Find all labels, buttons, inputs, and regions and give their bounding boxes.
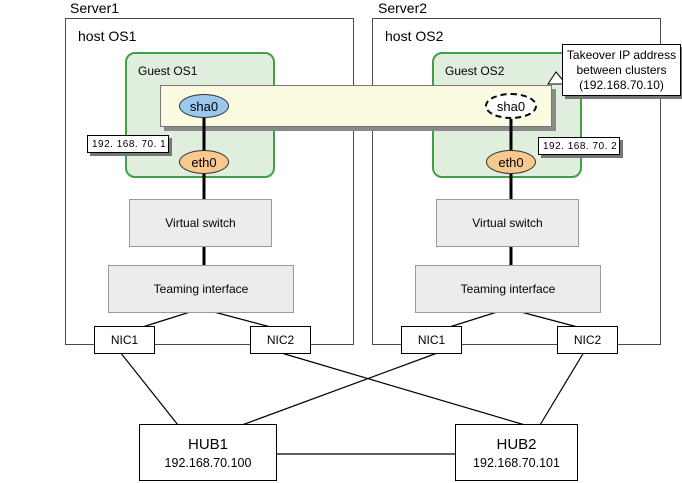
host-os1-label: host OS1 bbox=[78, 28, 137, 44]
virtual-switch-1-label: Virtual switch bbox=[165, 216, 236, 230]
server2-nic1: NIC1 bbox=[401, 326, 462, 354]
callout-line1: Takeover IP address bbox=[566, 47, 677, 62]
server2-nic2: NIC2 bbox=[557, 326, 618, 354]
hub1-name: HUB1 bbox=[187, 435, 228, 453]
virtual-switch-2-label: Virtual switch bbox=[472, 216, 543, 230]
server2-nic1-label: NIC1 bbox=[417, 333, 446, 347]
eth0-ellipse-2: eth0 bbox=[486, 150, 536, 174]
hub2-ip: 192.168.70.101 bbox=[473, 455, 560, 470]
callout-line2: between clusters bbox=[576, 62, 667, 77]
hub2: HUB2 192.168.70.101 bbox=[455, 424, 578, 481]
guest-os2-label: Guest OS2 bbox=[445, 64, 505, 78]
ip-label-1-text: 192. 168. 70. 1 bbox=[92, 138, 167, 150]
eth0-label-2: eth0 bbox=[498, 154, 524, 170]
server1-nic2-label: NIC2 bbox=[266, 333, 295, 347]
server2-label: Server2 bbox=[378, 0, 428, 16]
s2-nic1-to-hub1-line bbox=[241, 351, 441, 426]
server1-nic2: NIC2 bbox=[250, 326, 311, 354]
server1-label: Server1 bbox=[70, 0, 120, 16]
virtual-switch-1: Virtual switch bbox=[129, 199, 272, 247]
ip-label-2: 192. 168. 70. 2 bbox=[538, 137, 620, 155]
ip-label-1: 192. 168. 70. 1 bbox=[87, 135, 169, 153]
host-os2-label: host OS2 bbox=[385, 28, 444, 44]
takeover-callout: Takeover IP address between clusters (19… bbox=[562, 44, 681, 96]
sha0-ellipse-1: sha0 bbox=[179, 94, 229, 118]
eth0-label-1: eth0 bbox=[191, 154, 217, 170]
server1-nic1-label: NIC1 bbox=[110, 333, 139, 347]
server1-nic1: NIC1 bbox=[94, 326, 155, 354]
hub1-ip: 192.168.70.100 bbox=[164, 455, 252, 470]
hub1: HUB1 192.168.70.100 bbox=[139, 424, 277, 481]
teaming-interface-2-label: Teaming interface bbox=[460, 282, 556, 296]
server2-nic2-label: NIC2 bbox=[573, 333, 602, 347]
s1-nic1-to-hub1-line bbox=[119, 351, 179, 426]
teaming-interface-1: Teaming interface bbox=[108, 265, 294, 313]
eth0-ellipse-1: eth0 bbox=[179, 150, 229, 174]
ip-label-2-text: 192. 168. 70. 2 bbox=[543, 140, 618, 152]
sha0-label-2: sha0 bbox=[496, 98, 526, 114]
virtual-switch-2: Virtual switch bbox=[436, 199, 579, 247]
callout-line3: (192.168.70.10) bbox=[579, 77, 664, 92]
s2-nic2-to-hub2-line bbox=[539, 351, 585, 426]
s1-nic2-to-hub2-line bbox=[277, 351, 526, 426]
callout-pointer bbox=[547, 71, 568, 85]
hub2-name: HUB2 bbox=[496, 435, 537, 453]
sha0-ellipse-2: sha0 bbox=[485, 93, 537, 119]
guest-os1-label: Guest OS1 bbox=[138, 64, 198, 78]
sha0-label-1: sha0 bbox=[189, 98, 219, 114]
teaming-interface-1-label: Teaming interface bbox=[153, 282, 249, 296]
teaming-interface-2: Teaming interface bbox=[415, 265, 601, 313]
